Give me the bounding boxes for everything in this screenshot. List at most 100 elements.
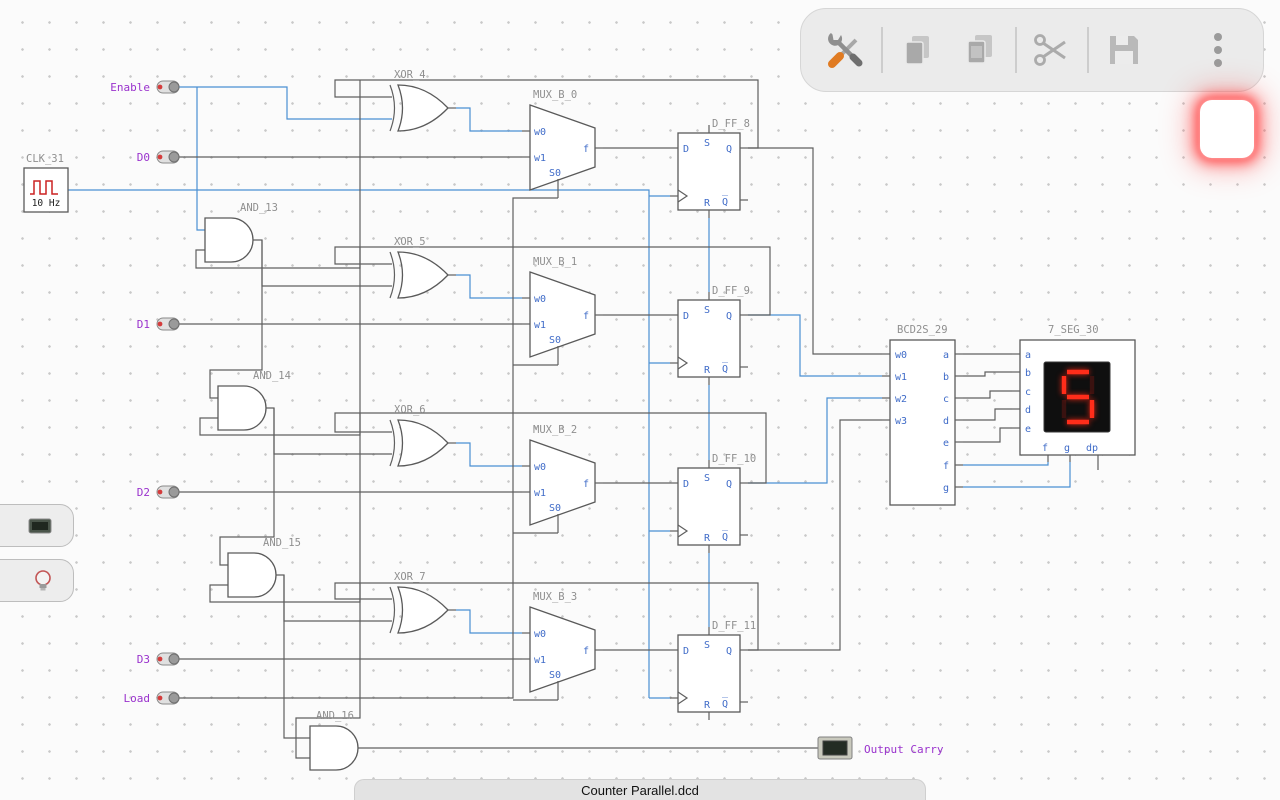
clock-component[interactable]: CLK_31 10 Hz [23,153,69,213]
switch-knob[interactable] [168,692,180,704]
paste-button[interactable] [953,22,1007,78]
and-gate-16[interactable]: AND_16 [309,710,359,771]
copy-button[interactable] [891,22,945,78]
mux-body[interactable] [529,104,596,191]
tools-button[interactable] [819,22,873,78]
wires [68,79,1071,759]
xor-gate-6[interactable]: XOR_6 [389,404,456,467]
xor-input-arc [389,251,396,299]
wire [219,408,275,566]
ff-label: D_FF_11 [712,620,756,632]
switch-d3[interactable]: D3 [137,652,180,666]
and-gate-body[interactable] [309,725,359,771]
switch-knob[interactable] [168,653,180,665]
wire [334,246,771,316]
mux-body[interactable] [529,439,596,526]
mux-port-f: f [583,144,589,155]
sevenseg-port-g: g [1064,443,1070,454]
xor-gate-7[interactable]: XOR_7 [389,571,456,634]
sevenseg-port-a: a [1025,350,1031,361]
palette-item-display[interactable] [0,504,74,547]
xor-gate-4[interactable]: XOR_4 [389,69,456,132]
mux-b-2[interactable]: MUX_B_2 w0 w1 f S0 [522,424,603,533]
gate-label: AND_16 [316,710,354,722]
wire [963,408,1012,421]
wire [963,462,1049,466]
wire [266,407,392,455]
xor-gate-5[interactable]: XOR_5 [389,236,456,299]
wire [456,609,522,634]
wire [178,86,392,120]
mux-port-s0: S0 [549,670,561,681]
and-gate-14[interactable]: AND_14 [217,370,291,431]
mux-b-1[interactable]: MUX_B_1 w0 w1 f S0 [522,256,603,365]
mux-port-w1: w1 [534,488,546,499]
xor-gate-body[interactable] [397,586,449,634]
switch-d2[interactable]: D2 [137,485,180,499]
switch-d0[interactable]: D0 [137,150,180,164]
switch-indicator [157,656,163,662]
ff-body[interactable] [677,299,741,378]
mux-body[interactable] [529,606,596,693]
and-gate-15[interactable]: AND_15 [227,537,301,598]
wire [456,107,522,132]
and-gate-body[interactable] [217,385,267,431]
switch-knob[interactable] [168,151,180,163]
mux-body[interactable] [529,271,596,358]
xor-gate-body[interactable] [397,84,449,132]
sevenseg-label: 7_SEG_30 [1048,324,1099,336]
mux-b-3[interactable]: MUX_B_3 w0 w1 f S0 [522,591,603,700]
d-flipflop-10[interactable]: D_FF_10 D S Q R Q̅ [670,453,756,553]
wire [334,412,767,484]
and-gate-body[interactable] [204,217,254,263]
ff-clock-triangle [677,189,689,203]
wire [963,462,1071,488]
save-button[interactable] [1097,22,1151,78]
cut-button[interactable] [1025,22,1079,78]
clock-frequency: 10 Hz [32,198,61,209]
bcd-port-g: g [943,483,949,494]
xor-gate-body[interactable] [397,419,449,467]
mux-b-0[interactable]: MUX_B_0 w0 w1 f S0 [522,89,603,198]
ff-port-q: Q [726,311,732,322]
d-flipflop-9[interactable]: D_FF_9 D S Q R Q̅ [670,285,750,385]
ff-body[interactable] [677,132,741,211]
bcd-body[interactable] [889,339,956,506]
ff-clock-triangle [677,524,689,538]
switch-d1[interactable]: D1 [137,317,180,331]
xor-gate-body[interactable] [397,251,449,299]
and-gate-body[interactable] [227,552,277,598]
switch-knob[interactable] [168,318,180,330]
seven-segment-display[interactable]: 7_SEG_30 a b c d e f g dp [1012,324,1136,470]
and-gate-13[interactable]: AND_13 [204,202,278,263]
output-carry-probe[interactable]: Output Carry [817,736,944,760]
d-flipflop-8[interactable]: D_FF_8 D S Q R Q̅ [670,118,750,218]
tools-icon [828,33,863,68]
switch-knob[interactable] [168,81,180,93]
switch-load[interactable]: Load [124,691,180,705]
switch-indicator [157,321,163,327]
bcd-decoder[interactable]: BCD2S_29 w0 w1 w2 w3 a b c d e f g [882,324,963,506]
ff-port-r: R [704,700,711,711]
d-flipflop-11[interactable]: D_FF_11 D S Q R Q̅ [670,620,756,720]
bcd-port-d: d [943,416,949,427]
ff-port-r: R [704,533,711,544]
sevenseg-port-c: c [1025,387,1031,398]
file-tab[interactable]: Counter Parallel.dcd [354,779,926,800]
stop-simulation-button[interactable] [1200,100,1254,158]
wire [276,574,392,622]
switch-enable[interactable]: Enable [110,80,180,94]
more-options-button[interactable] [1191,22,1245,78]
switch-knob[interactable] [168,486,180,498]
bcd-label: BCD2S_29 [897,324,948,336]
wire [748,419,882,651]
ff-label: D_FF_10 [712,453,756,465]
wire [963,390,1012,399]
gate-label: XOR_5 [394,236,426,248]
mux-label: MUX_B_2 [533,424,577,436]
ff-port-q: Q [726,144,732,155]
ff-label: D_FF_9 [712,285,750,297]
palette-item-led[interactable] [0,559,74,602]
wire [963,427,1012,443]
ff-label: D_FF_8 [712,118,750,130]
